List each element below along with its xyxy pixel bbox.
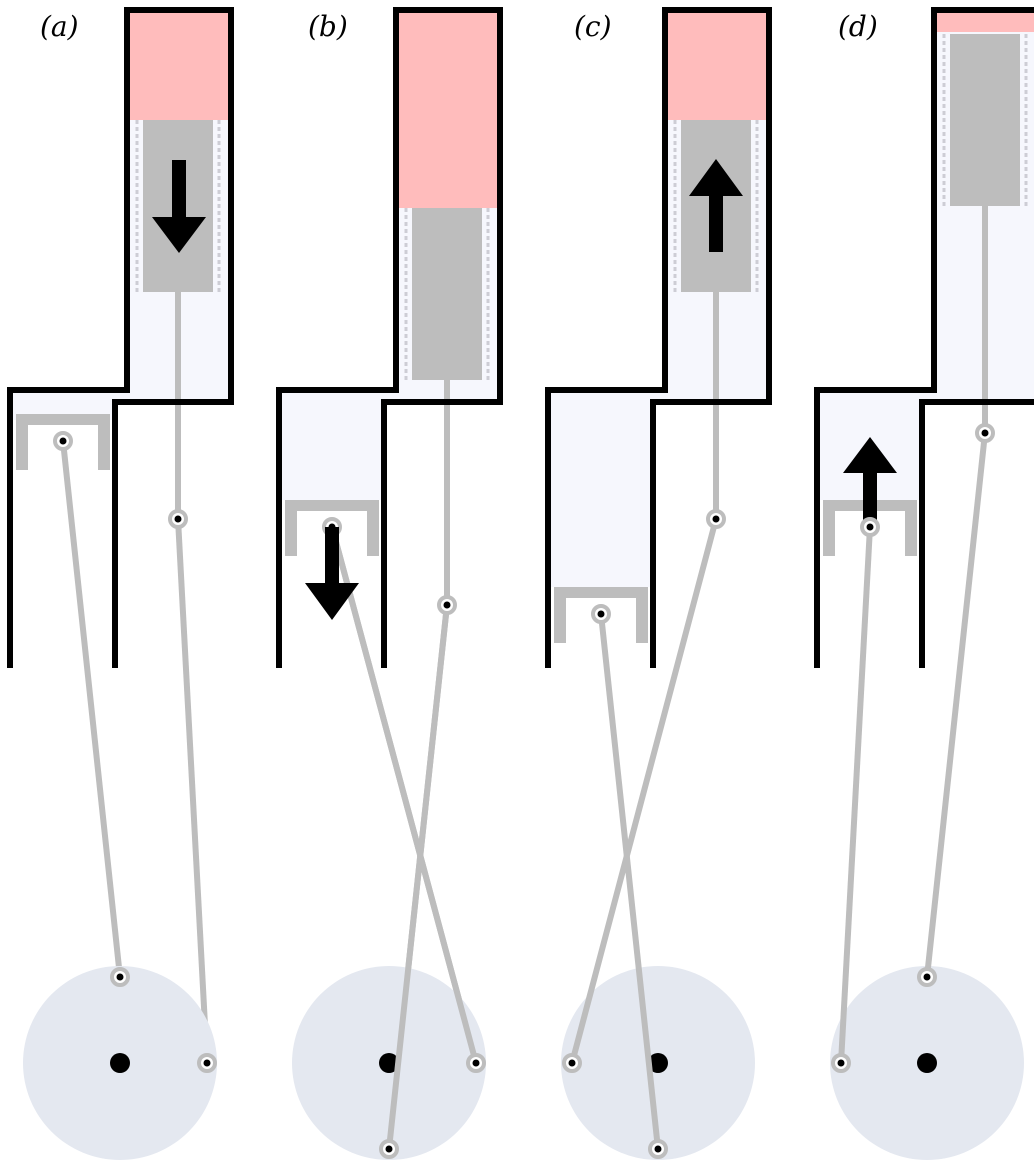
panel-label: (b) — [308, 10, 348, 43]
hot-gas-region — [665, 12, 768, 120]
panel-d: (d) — [814, 7, 1034, 1160]
displacer-connecting-rod-front — [386, 604, 450, 1150]
panel-b: (b) — [276, 7, 503, 1160]
power-piston — [16, 414, 110, 470]
displacer-connecting-rod — [175, 518, 210, 1064]
panel-label: (c) — [574, 10, 612, 43]
power-piston — [285, 500, 379, 556]
power-piston — [554, 587, 648, 643]
pivot-joints — [562, 509, 726, 1159]
panel-a: (a) — [7, 7, 234, 1160]
pivot-joints — [831, 423, 995, 1073]
down-arrow-icon — [152, 160, 206, 253]
flywheel-axle — [110, 1053, 130, 1073]
flywheel-axle — [917, 1053, 937, 1073]
power-connecting-rod — [60, 440, 123, 978]
cylinder-wall — [276, 7, 503, 668]
hot-gas-region — [127, 12, 230, 120]
up-arrow-icon — [689, 159, 743, 252]
power-piston — [823, 500, 917, 556]
displacer-connecting-rod — [924, 432, 988, 978]
power-connecting-rod — [838, 526, 873, 1064]
flywheel-axle — [379, 1053, 399, 1073]
cylinder-wall — [545, 7, 772, 668]
panel-label: (d) — [838, 10, 878, 43]
power-connecting-rod-front — [329, 526, 479, 1064]
cylinder-wall — [814, 7, 1034, 668]
hot-gas-region — [934, 12, 1034, 32]
panel-label: (a) — [40, 10, 79, 43]
up-arrow-icon — [843, 437, 897, 530]
panel-c: (c) — [545, 7, 772, 1160]
displacer-connecting-rod — [569, 518, 719, 1064]
displacer-piston — [412, 208, 482, 380]
down-arrow-icon — [305, 527, 359, 620]
pivot-joints — [53, 431, 217, 1073]
flywheel-axle — [648, 1053, 668, 1073]
cylinder-wall — [7, 7, 234, 668]
power-connecting-rod — [598, 613, 661, 1150]
displacer-piston — [950, 34, 1020, 206]
hot-gas-region — [396, 12, 499, 208]
